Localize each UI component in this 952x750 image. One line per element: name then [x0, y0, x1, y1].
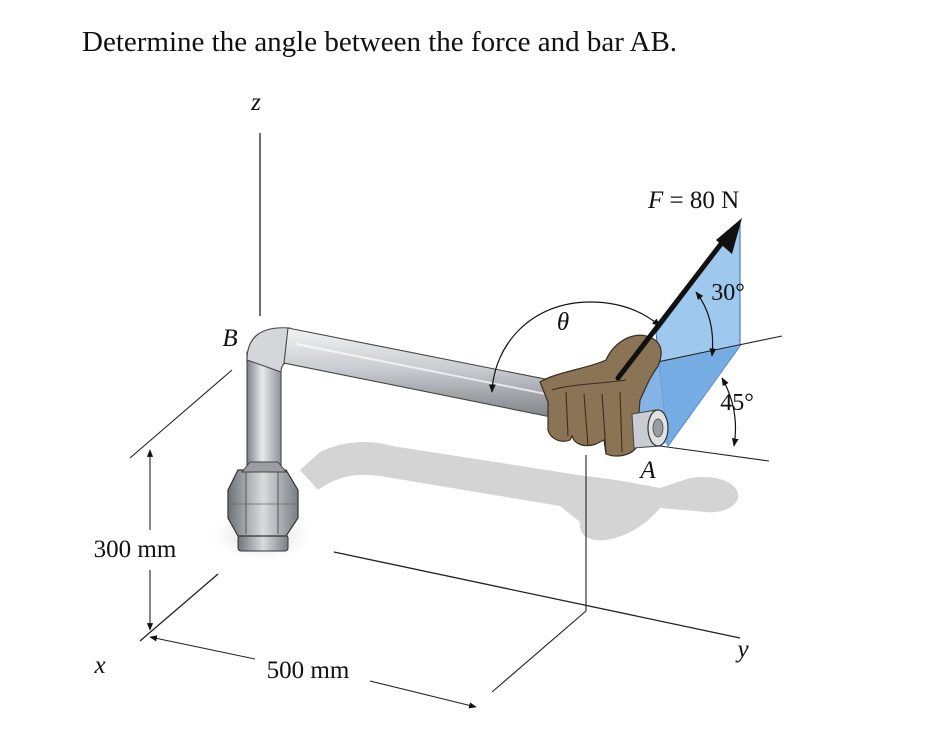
z-axis-label: z	[250, 89, 261, 116]
y-axis	[333, 551, 741, 639]
length-dimension-line-right	[369, 680, 477, 709]
x-axis	[139, 573, 219, 642]
force-symbol: F	[647, 187, 664, 214]
height-extension-upper	[129, 369, 233, 459]
problem-statement: Determine the angle between the force an…	[82, 26, 678, 58]
force-label: F = 80 N	[647, 187, 739, 214]
length-dimension-line-left	[149, 635, 256, 660]
angle-45-label: 45°	[720, 390, 754, 416]
socket-nut	[227, 469, 299, 552]
bar-ab	[240, 327, 561, 473]
length-dimension-label: 500 mm	[267, 657, 350, 684]
angle-30-arc	[695, 291, 717, 357]
height-dimension-label: 300 mm	[94, 536, 177, 563]
bar-end-a	[631, 409, 669, 449]
angle-45-arc	[721, 377, 739, 447]
theta-label: θ	[557, 309, 569, 336]
angle-theta-arc	[488, 301, 661, 393]
y-axis-label: y	[734, 636, 749, 663]
angle-30-label: 30°	[711, 280, 745, 306]
force-value: = 80 N	[663, 187, 739, 214]
point-b-label: B	[222, 325, 237, 352]
point-a-label: A	[638, 457, 656, 484]
y-projection-guide	[659, 445, 770, 462]
force-arrowhead	[716, 218, 742, 254]
x-axis-label: x	[93, 652, 105, 679]
x-projection-line	[491, 610, 587, 693]
bar-shadow	[300, 442, 739, 541]
